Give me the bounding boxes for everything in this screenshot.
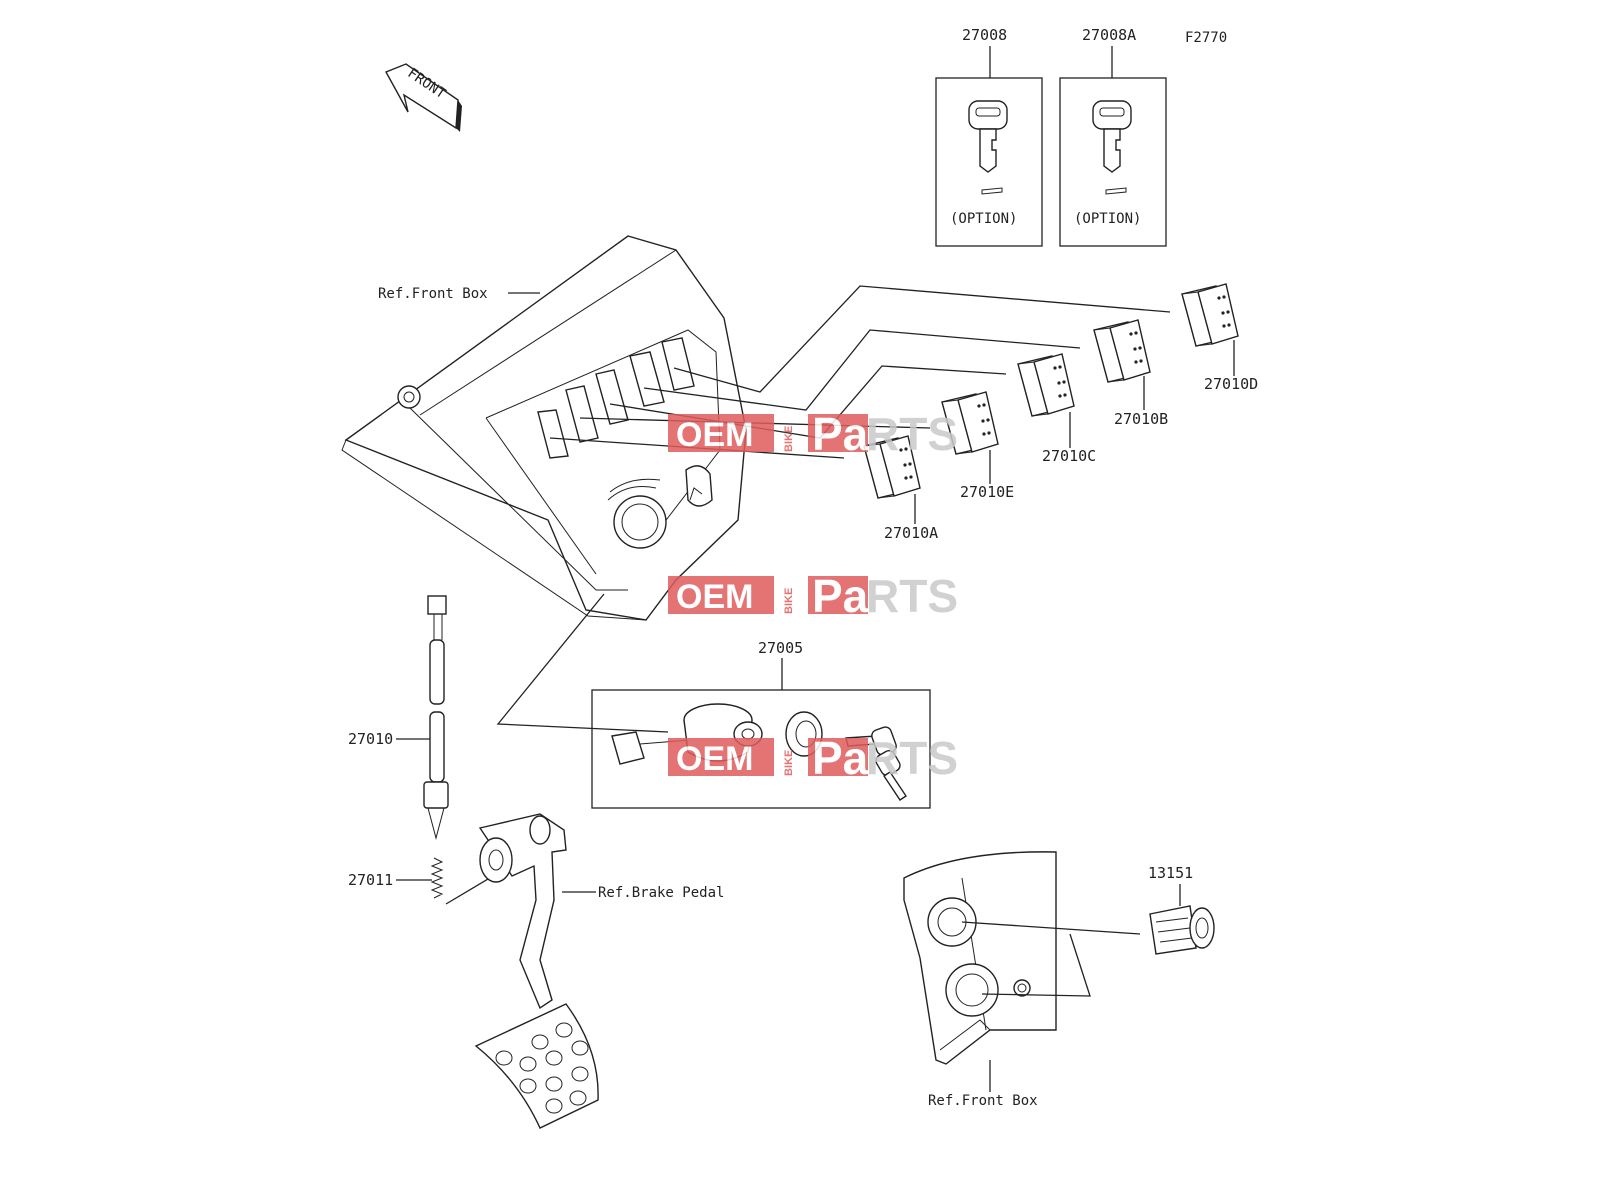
rocker-switch-27010b (1093, 319, 1151, 383)
spring-icon (430, 857, 444, 899)
ref-front-box-bottom: Ref.Front Box (928, 1093, 1038, 1109)
figure-code: F2770 (1185, 30, 1227, 46)
switch-slots (537, 337, 695, 459)
keys-icon (845, 726, 907, 801)
front-arrow-icon: FRONT (385, 63, 462, 132)
front-box-panel (341, 235, 747, 621)
part-number-27005: 27005 (758, 639, 803, 657)
part-number-27010c: 27010C (1042, 447, 1096, 465)
part-number-27010b: 27010B (1114, 410, 1168, 428)
watermark-rts: RTS (866, 408, 958, 460)
part-number-27011: 27011 (348, 871, 393, 889)
part-number-27010e: 27010E (960, 483, 1014, 501)
watermark-oem: OEM (676, 416, 753, 454)
rocker-switch-27010c (1017, 353, 1075, 417)
watermark-logo: OEM BIKE Pa RTS (668, 732, 958, 784)
option-note: (OPTION) (1074, 211, 1141, 227)
part-number-27008a: 27008A (1082, 26, 1136, 44)
switch-leader-lines (549, 285, 1171, 459)
watermark-bike: BIKE (783, 750, 795, 776)
option-key-27008a: 27008A (OPTION) (1059, 26, 1167, 247)
watermark-pa: Pa (812, 732, 869, 784)
accessory-socket-icon (1149, 905, 1215, 955)
part-number-27010d: 27010D (1204, 375, 1258, 393)
watermark-bike: BIKE (783, 426, 795, 452)
brake-pedal-icon (474, 813, 599, 1129)
brake-light-switch-icon (423, 595, 449, 840)
ref-brake-pedal: Ref.Brake Pedal (598, 885, 724, 901)
watermark-logo: OEM BIKE Pa RTS (668, 570, 958, 622)
part-number-27010: 27010 (348, 730, 393, 748)
option-key-27008: 27008 (OPTION) (935, 26, 1043, 247)
rocker-switch-27010d (1181, 283, 1239, 347)
ignition-bezel-icon (607, 478, 667, 549)
part-number-27010a: 27010A (884, 524, 938, 542)
watermark-logo: OEM BIKE Pa RTS (668, 408, 958, 460)
ignition-kit-box (591, 689, 931, 809)
part-number-27008: 27008 (962, 26, 1007, 44)
watermark-oem: OEM (676, 740, 753, 778)
watermark-bike: BIKE (783, 588, 795, 614)
watermark-pa: Pa (812, 408, 869, 460)
ref-front-box-top: Ref.Front Box (378, 286, 488, 302)
rocker-switch-27010a (863, 435, 921, 499)
front-box-lower (903, 851, 1057, 1065)
watermark-pa: Pa (812, 570, 869, 622)
key-icon (1092, 100, 1132, 195)
key-icon (968, 100, 1008, 195)
panel-knob-icon (685, 465, 713, 507)
option-note: (OPTION) (950, 211, 1017, 227)
watermark-rts: RTS (866, 570, 958, 622)
watermark-oem: OEM (676, 578, 753, 616)
rocker-switch-27010e (941, 391, 999, 455)
watermark-rts: RTS (866, 732, 958, 784)
part-number-13151: 13151 (1148, 864, 1193, 882)
